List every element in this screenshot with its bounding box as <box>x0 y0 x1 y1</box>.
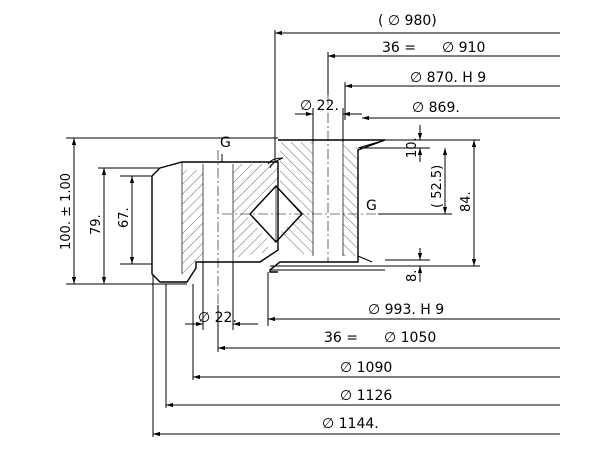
bottom-dimensions: ∅ 993. H 9 ∅ 22. 36 = ∅ 1050 ∅ 1090 ∅ 11… <box>152 262 560 437</box>
dim-v8: 8. <box>405 270 420 282</box>
dim-d870: ∅ 870. H 9 <box>410 70 486 86</box>
inner-ring-section <box>267 95 386 273</box>
dim-d1090: ∅ 1090 <box>340 360 392 376</box>
dim-d1144: ∅ 1144. <box>322 416 379 432</box>
dim-h67: 67. <box>117 207 132 228</box>
dim-d910: ∅ 910 <box>442 40 485 56</box>
dim-v52-5: ( 52.5) <box>430 165 445 208</box>
dim-d1050-prefix: 36 = <box>324 330 358 346</box>
dim-d1050: ∅ 1050 <box>384 330 436 346</box>
section-label-left: G <box>220 135 231 151</box>
right-dimensions: 10. ( 52.5) 84. 8. <box>360 125 480 282</box>
dim-d910-prefix: 36 = <box>382 40 416 56</box>
top-dimensions: ( ∅ 980) 36 = ∅ 910 ∅ 870. H 9 ∅ 22. ∅ 8… <box>274 13 560 162</box>
dim-d22-top: ∅ 22. <box>300 98 339 114</box>
outer-ring-section <box>151 150 279 305</box>
left-dimensions: 100. ± 1.00 79. 67. <box>59 137 278 285</box>
dim-d980: ( ∅ 980) <box>378 13 437 29</box>
dim-v84: 84. <box>459 191 474 212</box>
dim-d993: ∅ 993. H 9 <box>368 302 444 318</box>
dim-d1126: ∅ 1126 <box>340 388 392 404</box>
dim-d22-bottom: ∅ 22. <box>198 310 237 326</box>
dim-h79: 79. <box>89 214 104 235</box>
dim-h100: 100. ± 1.00 <box>59 173 74 250</box>
dim-d869: ∅ 869. <box>412 100 460 116</box>
dim-v10: 10. <box>405 137 420 158</box>
section-label-right: G <box>366 198 377 214</box>
